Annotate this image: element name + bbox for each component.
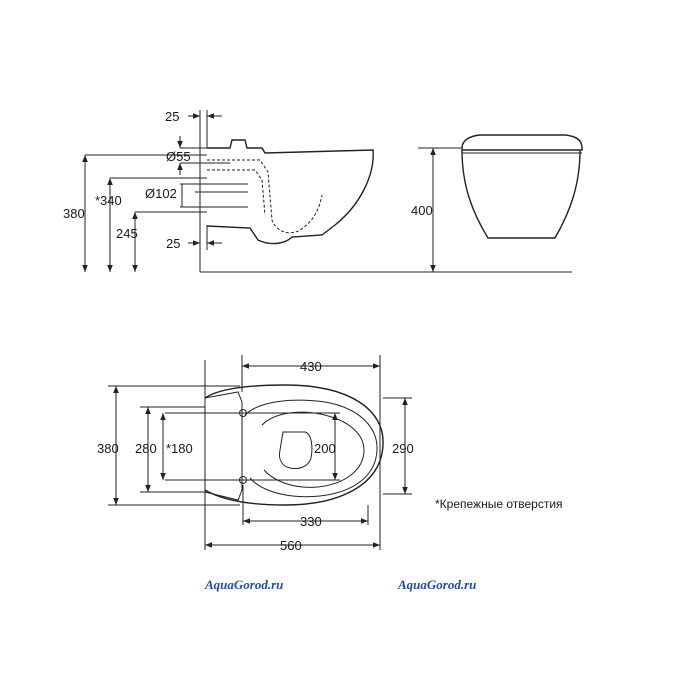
watermark-right: AquaGorod.ru (397, 577, 476, 592)
mounting-holes-note: *Крепежные отверстия (435, 497, 563, 511)
dim-560-label: 560 (280, 538, 302, 553)
toilet-top-back (204, 391, 243, 501)
front-view: 400 (411, 134, 583, 272)
top-view: 430 380 280 *180 200 290 330 560 (97, 355, 414, 553)
toilet-front-seat (461, 134, 583, 151)
dim-top-25-label: 25 (165, 109, 179, 124)
toilet-top-outline (204, 384, 384, 506)
toilet-trap-hidden-2 (207, 169, 266, 216)
dim-280-label: 280 (135, 441, 157, 456)
dim-245-label: 245 (116, 226, 138, 241)
dim-380-label: 380 (63, 206, 85, 221)
toilet-top-rim (244, 399, 378, 498)
toilet-trap-hidden (207, 159, 323, 234)
dim-400-label: 400 (411, 203, 433, 218)
dim-290-label: 290 (392, 441, 414, 456)
toilet-front-body (461, 149, 581, 239)
dim-180-label: *180 (166, 441, 193, 456)
dim-d102-label: Ø102 (145, 186, 177, 201)
dim-d55-label: Ø55 (166, 149, 191, 164)
dim-330-label: 330 (300, 514, 322, 529)
watermark-left: AquaGorod.ru (204, 577, 283, 592)
toilet-top-drain (279, 431, 313, 469)
dim-340-label: *340 (95, 193, 122, 208)
toilet-top-inner (261, 411, 365, 488)
dim-380-tv-label: 380 (97, 441, 119, 456)
dim-430-label: 430 (300, 359, 322, 374)
dim-200-label: 200 (314, 441, 336, 456)
dim-bottom-25-label: 25 (166, 236, 180, 251)
side-view: 380 *340 245 Ø55 Ø102 25 25 (63, 109, 572, 273)
toilet-side-outline (206, 139, 374, 245)
